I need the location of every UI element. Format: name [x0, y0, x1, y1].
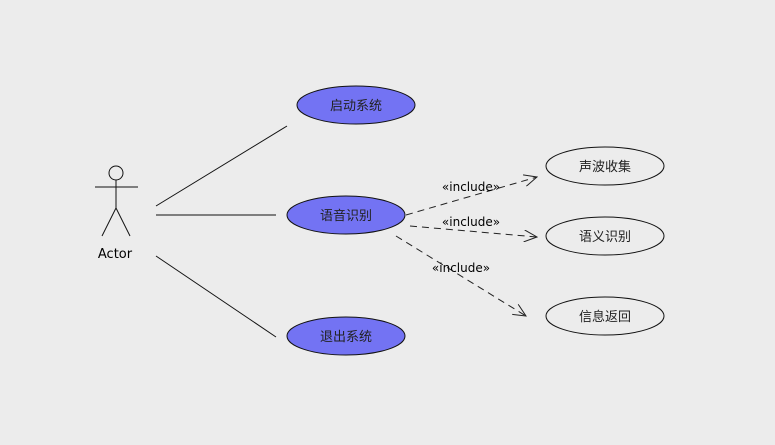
- association-start-system: [155, 125, 288, 207]
- include-label: «include»: [442, 215, 500, 229]
- use-case-label: 语音识别: [320, 208, 372, 224]
- use-case-label: 语义识别: [579, 230, 631, 245]
- use-case-label: 退出系统: [320, 330, 372, 345]
- include-arrow-sound-collection: [405, 177, 537, 216]
- use-case-start-system[interactable]: 启动系统: [296, 85, 416, 125]
- use-case-sound-collection[interactable]: 声波收集: [545, 146, 665, 186]
- use-case-label: 信息返回: [579, 309, 631, 325]
- include-label: «include»: [442, 180, 500, 194]
- include-label: «include»: [432, 261, 490, 275]
- use-case-label: 启动系统: [330, 99, 382, 114]
- use-case-info-return[interactable]: 信息返回: [545, 296, 665, 336]
- include-arrow-semantic-recognition: [409, 225, 537, 237]
- actor[interactable]: [95, 165, 138, 237]
- use-case-semantic-recognition[interactable]: 语义识别: [545, 216, 665, 256]
- include-arrow-info-return: [395, 235, 526, 316]
- use-case-speech-recognition[interactable]: 语音识别: [286, 195, 406, 235]
- association-exit-system: [155, 255, 277, 338]
- actor-label: Actor: [98, 247, 133, 262]
- use-case-exit-system[interactable]: 退出系统: [286, 316, 406, 356]
- use-case-label: 声波收集: [579, 159, 631, 175]
